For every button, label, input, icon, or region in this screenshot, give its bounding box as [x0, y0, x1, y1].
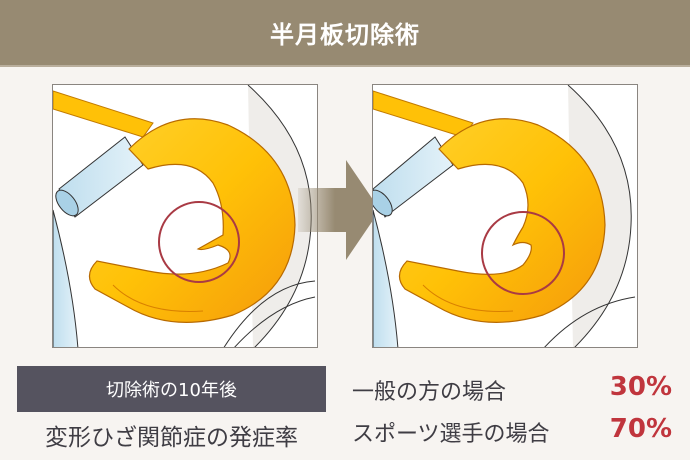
meniscus-torn-icon: [53, 85, 316, 347]
arrow-right-icon: [298, 160, 380, 260]
stat-label: 一般の方の場合: [352, 380, 507, 405]
stat-value: 70%: [609, 414, 672, 444]
stat-row-general: 一般の方の場合 30%: [352, 372, 672, 406]
before-illustration: [52, 84, 318, 348]
meniscus-resected-icon: [373, 85, 636, 347]
stat-row-athlete: スポーツ選手の場合 70%: [352, 414, 672, 448]
page-title: 半月板切除術: [270, 21, 420, 49]
caption-subtitle: 変形ひざ関節症の発症率: [45, 425, 298, 451]
header-banner: 半月板切除術: [0, 0, 690, 67]
caption-label-text: 切除術の10年後: [106, 380, 237, 401]
after-illustration: [372, 84, 638, 348]
stat-value: 30%: [609, 372, 672, 402]
stat-label: スポーツ選手の場合: [352, 422, 550, 447]
caption-label: 切除術の10年後: [17, 366, 326, 412]
